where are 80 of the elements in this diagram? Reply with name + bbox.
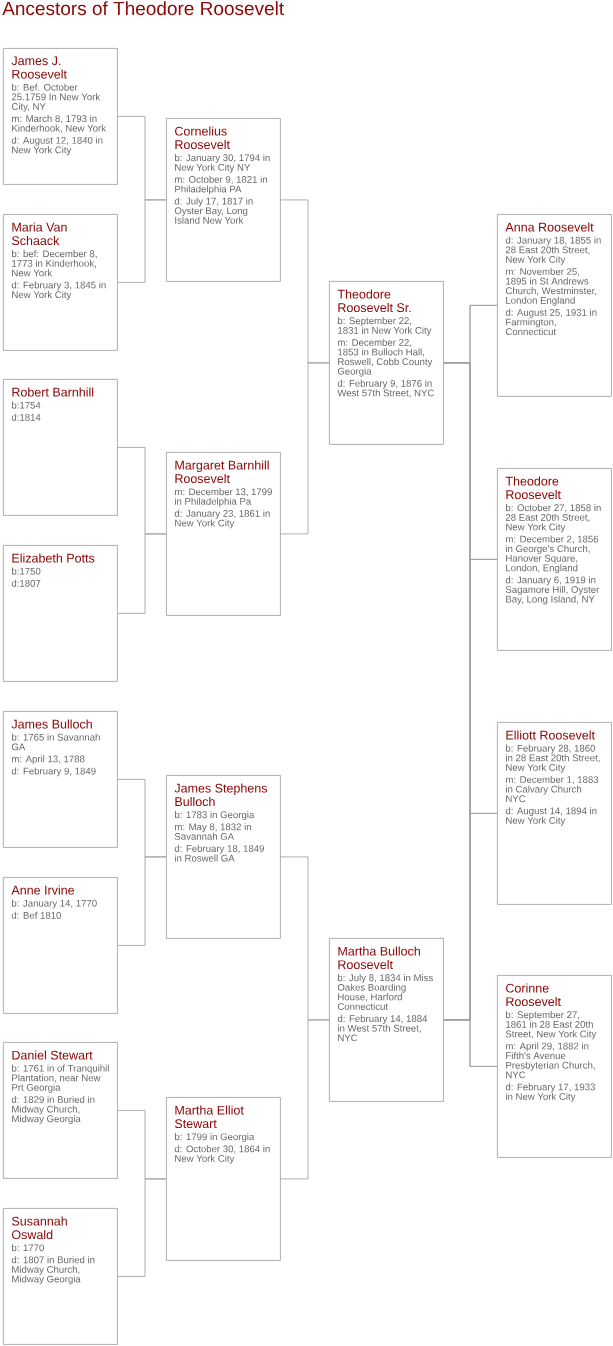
person-name: Theodore Roosevelt Sr. <box>337 289 411 313</box>
life-event: m: November 25, 1895 in St Andrews Church, Westminster, London England <box>505 267 597 306</box>
person-name: Elizabeth Potts <box>12 553 95 563</box>
person-box <box>3 545 118 682</box>
connector-line <box>280 362 330 535</box>
life-event: d: August 14, 1894 in New York City <box>505 807 597 826</box>
connector-line <box>117 1178 167 1277</box>
person-name: James Bulloch <box>11 719 92 729</box>
person-name: Anna Roosevelt <box>505 222 594 232</box>
connector-line <box>280 1019 330 1180</box>
person-box <box>3 48 118 185</box>
person-box <box>497 722 612 905</box>
life-event: d: Bef 1810 <box>11 911 61 919</box>
person-box <box>3 214 118 351</box>
person-name: Theodore Roosevelt <box>505 476 561 500</box>
person-box <box>166 118 281 282</box>
person-box <box>3 379 118 516</box>
person-box <box>329 938 444 1102</box>
person-box <box>497 975 612 1158</box>
connector-line <box>117 199 167 283</box>
life-event: d: February 14, 1884 in West 57th Street, NYC <box>337 1015 428 1042</box>
connector-line <box>117 856 167 946</box>
life-event: m: December 22, 1853 in Bulloch Hall, Roswell, Cobb County Georgia <box>337 338 433 377</box>
life-event: b: July 8, 1834 in Miss Oakes Boarding House, Harford Connecticut <box>337 974 433 1010</box>
life-event: d: August 25, 1931 in Farmington, Connecticut <box>505 308 597 336</box>
person-box <box>3 1208 118 1345</box>
connector-line <box>117 533 167 614</box>
person-name: Martha Bulloch Roosevelt <box>338 946 420 970</box>
life-event: m: April 13, 1788 <box>12 755 85 765</box>
person-box <box>497 468 612 651</box>
person-name: Elliott Roosevelt <box>506 730 595 740</box>
life-event: b: September 22, 1831 in New York City <box>338 317 432 336</box>
person-box <box>166 452 281 616</box>
person-name: James Stephens Bulloch <box>174 783 268 807</box>
life-event: d:1807 <box>11 579 41 587</box>
person-name: Anne Irvine <box>11 885 75 895</box>
life-event: d: July 17, 1817 in Oyster Bay, Long Island New York <box>174 197 253 224</box>
person-name: Daniel Stewart <box>12 1050 93 1060</box>
person-name: James J. Roosevelt <box>11 56 67 79</box>
life-event: d: January 18, 1855 in 28 East 20th Street, New York City <box>505 236 601 265</box>
life-event: d: January 23, 1861 in New York City <box>174 509 270 529</box>
person-box <box>497 214 612 397</box>
life-event: b:1754 <box>12 401 41 409</box>
life-event: b:1750 <box>12 567 41 575</box>
life-event: b: 1770 <box>12 1244 44 1252</box>
life-event: d: January 6, 1919 in Sagamore Hill, Oyster Bay, Long Island, NY <box>505 576 600 605</box>
person-name: Martha Elliot Stewart <box>174 1105 244 1129</box>
life-event: b: January 14, 1770 <box>12 899 97 909</box>
title: Ancestors of Theodore Roosevelt <box>2 1 284 16</box>
person-name: Robert Barnhill <box>12 387 94 397</box>
life-event: b: February 28, 1860 in 28 East 20th Street, New York City <box>506 744 600 773</box>
life-event: d: 1829 in Buried in Midway Church, Midway Georgia <box>11 1095 95 1125</box>
person-box <box>166 1097 281 1261</box>
life-event: b: 1783 in Georgia <box>175 811 255 821</box>
person-name: Susannah Oswald <box>11 1216 67 1240</box>
person-box <box>166 775 281 939</box>
person-name: Maria Van Schaack <box>11 222 67 246</box>
person-name: Cornelius Roosevelt <box>175 126 230 150</box>
life-event: d: February 18, 1849 in Roswell GA <box>174 844 264 862</box>
person-box <box>3 877 118 1014</box>
connector-line <box>443 1019 498 1067</box>
life-event: d: February 3, 1845 in New York City <box>11 281 106 300</box>
life-event: d: February 9, 1849 <box>11 767 96 777</box>
life-event: d: 1807 in Buried in Midway Church, Midway Georgia <box>11 1256 95 1285</box>
life-event: b: Bef. October 25.1759 In New York City, NY <box>11 83 101 112</box>
life-event: b: January 30, 1794 in New York City NY <box>175 154 270 173</box>
person-box <box>3 1042 118 1179</box>
person-name: Corinne Roosevelt <box>506 983 561 1007</box>
life-event: d:1814 <box>11 413 41 421</box>
life-event: d: February 17, 1933 in New York City <box>505 1083 595 1102</box>
life-event: d: August 12, 1840 in New York City <box>11 136 103 156</box>
life-event: b: 1799 in Georgia <box>175 1133 255 1143</box>
person-box <box>329 281 444 445</box>
person-box <box>3 711 118 848</box>
life-event: d: February 9, 1876 in West 57th Street, NYC <box>337 379 434 398</box>
life-event: m: May 8, 1832 in Savannah GA <box>174 823 251 840</box>
person-name: Margaret Barnhill Roosevelt <box>175 460 269 484</box>
life-event: m: December 13, 1799 in Philadelphia Pa <box>175 488 272 507</box>
life-event: d: October 30, 1864 in New York City <box>174 1145 270 1164</box>
life-event: b: 1761 in of Tranquihil Plantation, near New Prt Georgia <box>12 1064 109 1093</box>
